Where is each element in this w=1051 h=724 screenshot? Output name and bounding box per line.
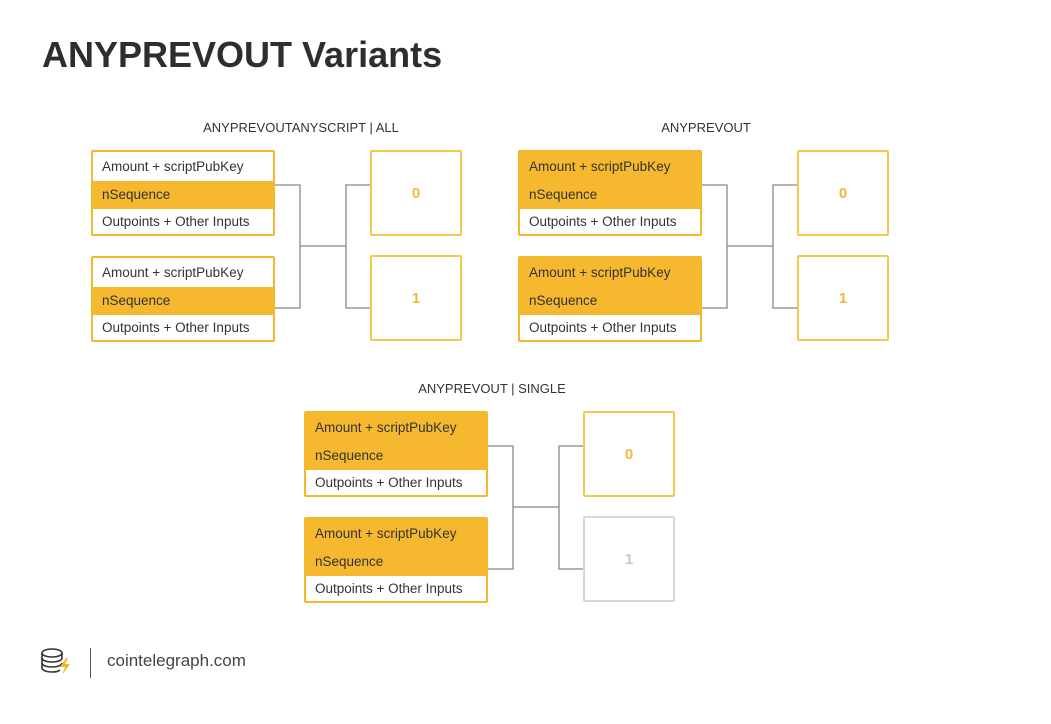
- input-box-0: Amount + scriptPubKey nSequence Outpoint…: [304, 411, 488, 497]
- output-box-0: 0: [583, 411, 675, 497]
- row-amount-scriptpubkey: Amount + scriptPubKey: [102, 159, 244, 174]
- row-outpoints-other-inputs: Outpoints + Other Inputs: [102, 214, 250, 229]
- footer-site-link[interactable]: cointelegraph.com: [107, 651, 246, 670]
- cointelegraph-logo-icon: [41, 648, 70, 675]
- row-nsequence: nSequence: [520, 287, 700, 315]
- diagram-title: ANYPREVOUT | SINGLE: [418, 381, 566, 396]
- input-box-0: Amount + scriptPubKey nSequence Outpoint…: [91, 150, 275, 236]
- row-outpoints-other-inputs: Outpoints + Other Inputs: [315, 475, 463, 490]
- row-nsequence: nSequence: [306, 442, 486, 470]
- input-box-1: Amount + scriptPubKey nSequence Outpoint…: [91, 256, 275, 342]
- row-nsequence: nSequence: [520, 181, 700, 209]
- output-box-0: 0: [797, 150, 889, 236]
- diagram-anyprevout-single: ANYPREVOUT | SINGLE Amount + scriptPubKe…: [304, 381, 676, 605]
- diagram-title: ANYPREVOUT: [661, 120, 751, 135]
- row-outpoints-other-inputs: Outpoints + Other Inputs: [529, 214, 677, 229]
- connector-lines: [702, 184, 797, 309]
- input-box-0: Amount + scriptPubKey nSequence Outpoint…: [518, 150, 702, 236]
- connector-lines: [488, 445, 583, 570]
- row-outpoints-other-inputs: Outpoints + Other Inputs: [529, 320, 677, 335]
- diagram-anyprevoutanyscript-all: ANYPREVOUTANYSCRIPT | ALL Amount + scrip…: [91, 120, 463, 344]
- row-outpoints-other-inputs: Outpoints + Other Inputs: [315, 581, 463, 596]
- row-nsequence: nSequence: [93, 287, 273, 315]
- row-nsequence: nSequence: [93, 181, 273, 209]
- diagram-anyprevout: ANYPREVOUT Amount + scriptPubKey nSequen…: [518, 120, 890, 344]
- output-box-1: 1: [370, 255, 462, 341]
- output-box-0: 0: [370, 150, 462, 236]
- output-box-1-inactive: 1: [583, 516, 675, 602]
- row-amount-scriptpubkey: Amount + scriptPubKey: [520, 258, 700, 287]
- row-outpoints-other-inputs: Outpoints + Other Inputs: [102, 320, 250, 335]
- row-amount-scriptpubkey: Amount + scriptPubKey: [306, 519, 486, 548]
- row-amount-scriptpubkey: Amount + scriptPubKey: [520, 152, 700, 181]
- input-box-1: Amount + scriptPubKey nSequence Outpoint…: [304, 517, 488, 603]
- row-amount-scriptpubkey: Amount + scriptPubKey: [306, 413, 486, 442]
- diagram-title: ANYPREVOUTANYSCRIPT | ALL: [203, 120, 399, 135]
- footer-divider: [90, 648, 91, 678]
- input-box-1: Amount + scriptPubKey nSequence Outpoint…: [518, 256, 702, 342]
- output-box-1: 1: [797, 255, 889, 341]
- row-nsequence: nSequence: [306, 548, 486, 576]
- connector-lines: [275, 184, 370, 309]
- row-amount-scriptpubkey: Amount + scriptPubKey: [102, 265, 244, 280]
- page-title: ANYPREVOUT Variants: [42, 34, 443, 75]
